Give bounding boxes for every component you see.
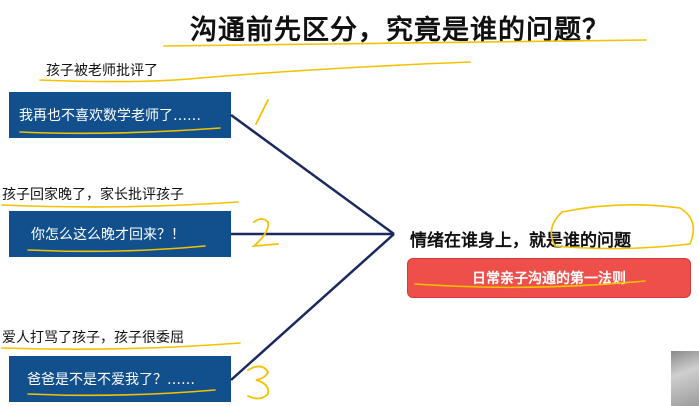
scenario-1-caption-underline bbox=[39, 61, 471, 83]
scenario-3-caption-underline bbox=[1, 342, 241, 351]
scenario-2-quote: 你怎么这么晚才回来？！ bbox=[31, 227, 185, 243]
video-thumbnail bbox=[671, 351, 699, 406]
first-rule-label: 日常亲子沟通的第一法则 bbox=[472, 271, 626, 287]
first-rule-button: 日常亲子沟通的第一法则 bbox=[407, 258, 691, 298]
handwritten-number-3 bbox=[247, 365, 270, 400]
connector-line-3 bbox=[230, 233, 395, 381]
connector-line-1 bbox=[230, 113, 395, 236]
scenario-1-quote-underline bbox=[19, 127, 221, 135]
rule-button-underline bbox=[414, 280, 646, 289]
scenario-2-quote-underline bbox=[27, 245, 206, 253]
scenario-1-quote: 我再也不喜欢数学老师了…… bbox=[19, 108, 201, 124]
scenario-2-caption-underline bbox=[1, 201, 239, 208]
scenario-3-caption: 爱人打骂了孩子，孩子很委屈 bbox=[2, 330, 184, 346]
handwritten-number-2 bbox=[251, 218, 279, 248]
scenario-1-caption: 孩子被老师批评了 bbox=[46, 63, 158, 79]
scenario-3-quote-underline bbox=[27, 389, 216, 397]
conclusion-text: 情绪在谁身上，就是谁的问题 bbox=[410, 231, 631, 251]
conclusion-circle bbox=[550, 204, 695, 250]
scenario-3-quote: 爸爸是不是不爱我了？…… bbox=[27, 372, 195, 388]
connector-lines bbox=[230, 113, 395, 381]
handwritten-numbers bbox=[247, 99, 279, 400]
handwritten-number-1 bbox=[255, 99, 269, 125]
title-underline bbox=[163, 39, 647, 47]
scenario-2-quote-box: 你怎么这么晚才回来？！ bbox=[9, 211, 231, 257]
scenario-1-quote-box: 我再也不喜欢数学老师了…… bbox=[9, 92, 231, 138]
highlight-strokes bbox=[1, 39, 695, 397]
scenario-2-caption: 孩子回家晚了，家长批评孩子 bbox=[2, 187, 184, 203]
